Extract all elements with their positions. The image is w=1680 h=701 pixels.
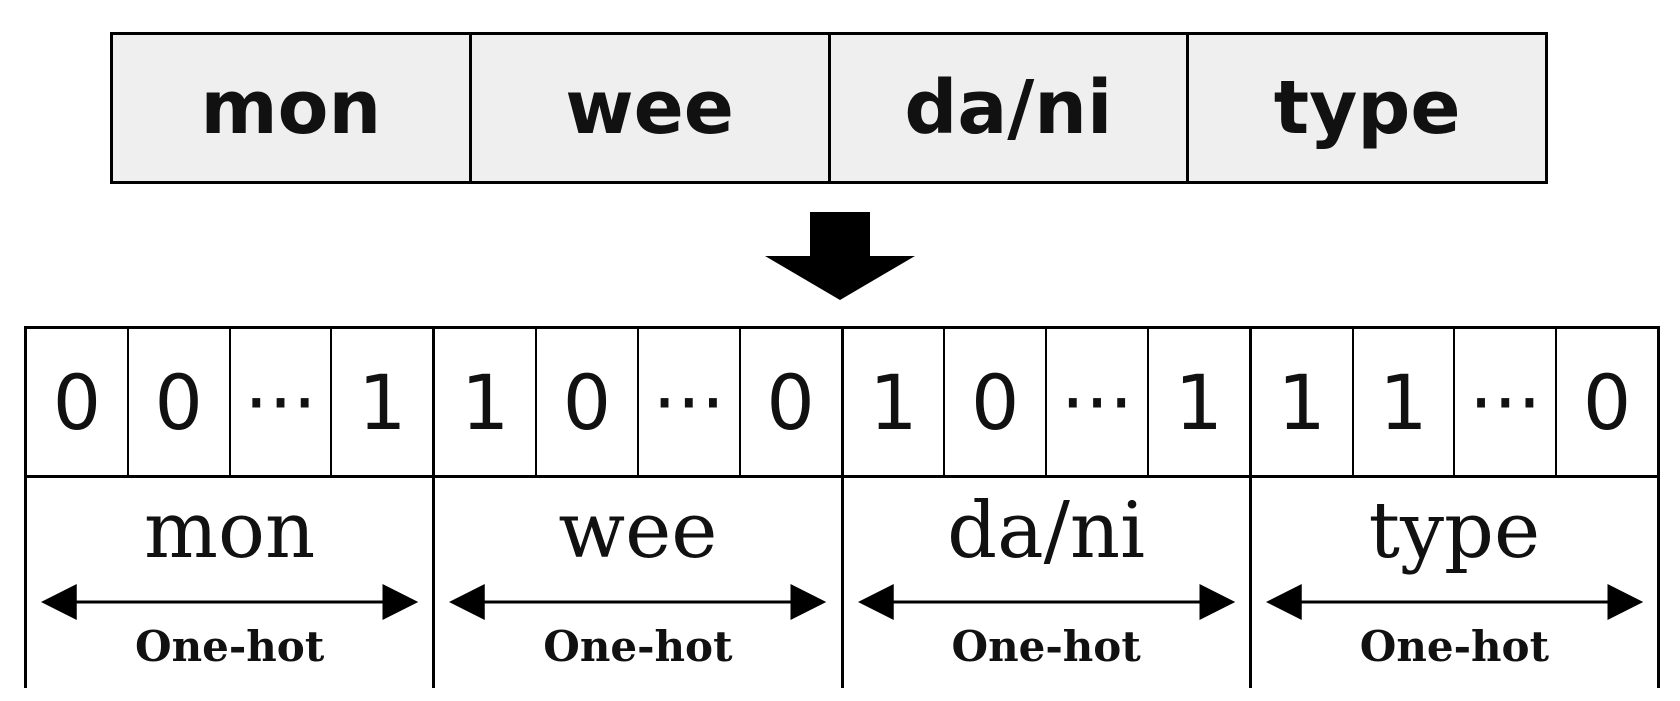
feature-header-da-ni: da/ni <box>831 35 1190 181</box>
encoding-label-type: One-hot <box>1359 622 1549 671</box>
encoding-label-mon: One-hot <box>135 622 325 671</box>
bit-mon-1: 0 <box>129 329 231 475</box>
bit-type-3: 0 <box>1582 357 1632 447</box>
encoding-label-da-ni: One-hot <box>951 622 1141 671</box>
feature-header-mon: mon <box>113 35 472 181</box>
double-arrow-icon <box>449 582 827 622</box>
group-name-da-ni: da/ni <box>947 486 1146 576</box>
bit-mon-0: 0 <box>27 329 129 475</box>
group-name-mon: mon <box>144 486 316 576</box>
double-arrow-icon <box>857 582 1235 622</box>
feature-header-type: type <box>1273 65 1461 151</box>
bit-wee-3: 0 <box>741 329 844 475</box>
bit-da-ni-0: 1 <box>844 329 946 475</box>
group-name-type: type <box>1368 486 1541 576</box>
bit-type-1: 1 <box>1354 329 1456 475</box>
bit-type-0: 1 <box>1252 329 1354 475</box>
bit-da-ni-ellipsis: ··· <box>1047 329 1149 475</box>
label-group-wee: wee One-hot <box>432 478 840 688</box>
double-arrow-icon <box>1265 582 1643 622</box>
feature-header-row: mon wee da/ni type <box>110 32 1548 184</box>
label-group-da-ni: da/ni One-hot <box>840 478 1249 688</box>
label-group-type: type One-hot <box>1248 478 1660 688</box>
bit-mon-ellipsis: ··· <box>231 329 333 475</box>
bit-mon-3: 1 <box>332 329 436 475</box>
bit-wee-1: 0 <box>537 329 639 475</box>
feature-header-wee: wee <box>472 35 831 181</box>
bit-wee-ellipsis: ··· <box>639 329 741 475</box>
bit-type-ellipsis: ··· <box>1455 329 1558 475</box>
encoded-bits-row: 0 0 ··· 1 1 0 ··· 0 1 0 ··· 1 1 1 ··· 0 <box>24 326 1660 478</box>
bit-da-ni-1: 0 <box>945 329 1048 475</box>
down-arrow-icon <box>765 212 915 300</box>
group-name-wee: wee <box>558 486 718 576</box>
encoding-label-wee: One-hot <box>543 622 733 671</box>
bit-da-ni-3: 1 <box>1149 329 1252 475</box>
bit-wee-0: 1 <box>435 329 538 475</box>
double-arrow-icon <box>41 582 419 622</box>
encoding-labels-row: mon One-hot wee One-hot da/ni <box>24 478 1660 688</box>
label-group-mon: mon One-hot <box>24 478 432 688</box>
